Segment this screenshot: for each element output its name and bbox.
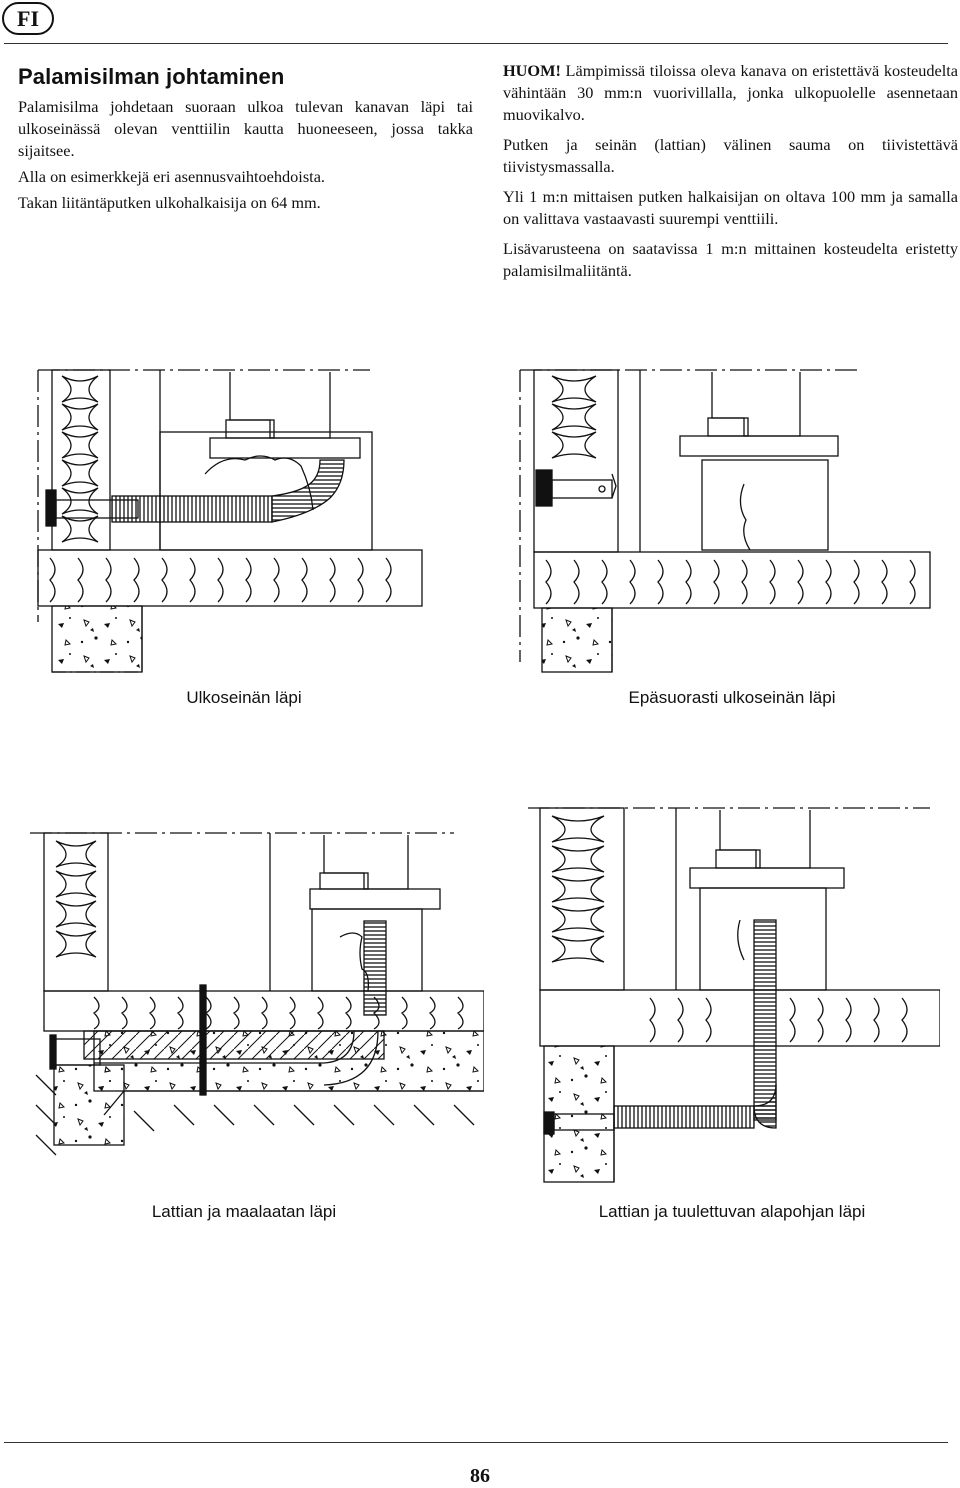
seal-paragraph: Putken ja seinän (lattian) välinen sauma… (503, 135, 958, 176)
header-rule (4, 43, 948, 44)
caption-indirect-outer-wall: Epäsuorasti ulkoseinän läpi (628, 688, 836, 707)
caption-floor-ground-slab: Lattian ja maalaatan läpi (151, 1202, 337, 1221)
accessory-paragraph: Lisävarusteena on saatavissa 1 m:n mitta… (503, 239, 958, 280)
examples-paragraph: Alla on esimerkkejä eri asennusvaihtoehd… (18, 167, 325, 186)
page-number: 86 (470, 1465, 490, 1487)
caption-floor-ventilated-base: Lattian ja tuulettuvan alapohjan läpi (598, 1202, 866, 1221)
footer-rule (4, 1442, 948, 1443)
pipe-size-paragraph: Yli 1 m:n mittaisen putken halkaisijan o… (503, 187, 958, 228)
caption-outer-wall: Ulkoseinän läpi (186, 688, 302, 707)
note-label: HUOM! (503, 61, 561, 80)
diameter-paragraph: Takan liitäntäputken ulkohalkaisija on 6… (18, 193, 321, 212)
intro-paragraph: Palamisilma johdetaan suoraan ulkoa tule… (18, 97, 473, 160)
language-code: FI (17, 5, 39, 31)
language-badge: FI (2, 2, 54, 35)
right-column: HUOM! Lämpimissä tiloissa oleva kanava o… (503, 60, 958, 290)
left-column: Palamisilman johtaminen Palamisilma johd… (18, 60, 473, 218)
diagram-floor-ventilated-base (528, 807, 940, 1183)
note-paragraph: HUOM! Lämpimissä tiloissa oleva kanava o… (503, 60, 958, 126)
diagram-floor-ground-slab (30, 832, 484, 1156)
section-title: Palamisilman johtaminen (18, 64, 285, 89)
diagram-indirect-outer-wall (519, 369, 931, 673)
diagram-through-outer-wall (37, 369, 423, 673)
note-text: Lämpimissä tiloissa oleva kanava on eris… (503, 61, 958, 124)
